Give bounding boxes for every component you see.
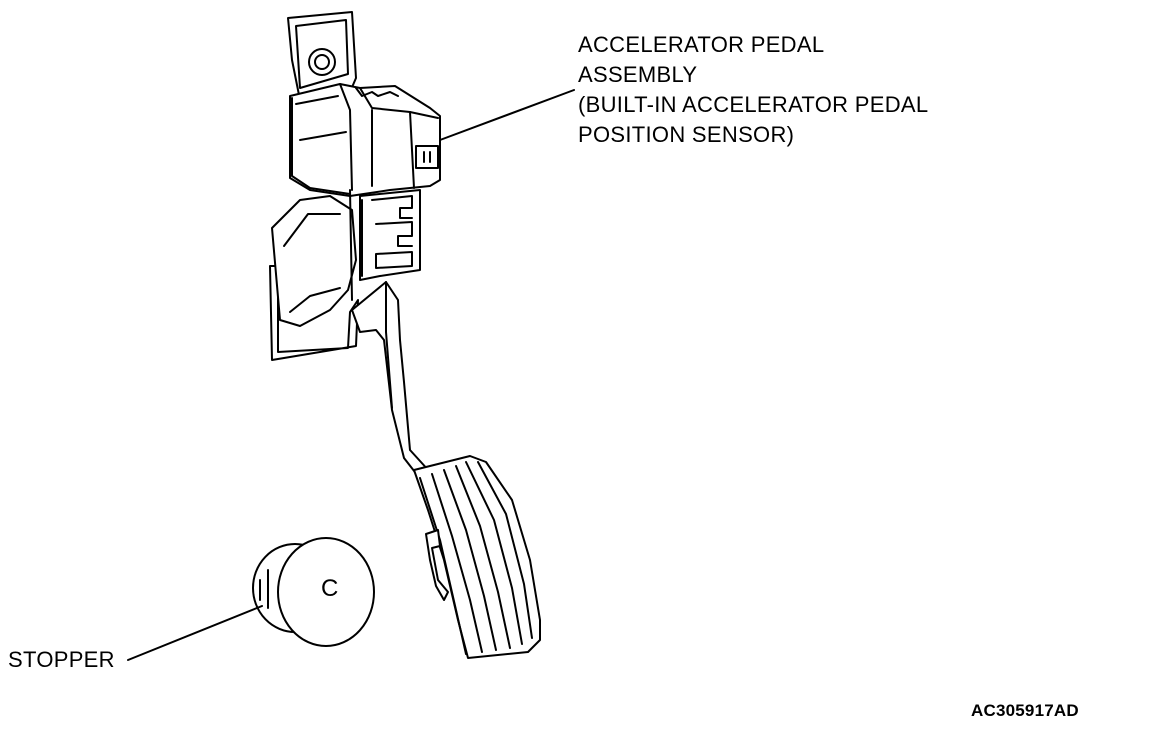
pedal-assembly-label-line-2: ASSEMBLY <box>578 62 698 87</box>
stopper-mark: C <box>321 575 339 602</box>
pedal-assembly-label-line-4: POSITION SENSOR) <box>578 122 795 147</box>
sensor-connector <box>416 146 438 168</box>
pedal-assembly-leader-line <box>440 90 574 140</box>
figure-id: AC305917AD <box>971 701 1079 720</box>
pedal-assembly-label-line-3: (BUILT-IN ACCELERATOR PEDAL <box>578 92 929 117</box>
pedal-assembly-label: ACCELERATOR PEDAL ASSEMBLY (BUILT-IN ACC… <box>578 30 928 150</box>
pedal-pivot-body <box>272 190 420 326</box>
stopper <box>253 538 374 646</box>
pedal-assembly-label-line-1: ACCELERATOR PEDAL <box>578 32 825 57</box>
pedal-arm <box>352 282 430 476</box>
stopper-leader-line <box>128 606 262 660</box>
mounting-hole <box>309 49 335 75</box>
sensor-housing <box>290 84 440 196</box>
stopper-label: STOPPER <box>8 647 115 672</box>
pedal-pad <box>414 456 540 658</box>
